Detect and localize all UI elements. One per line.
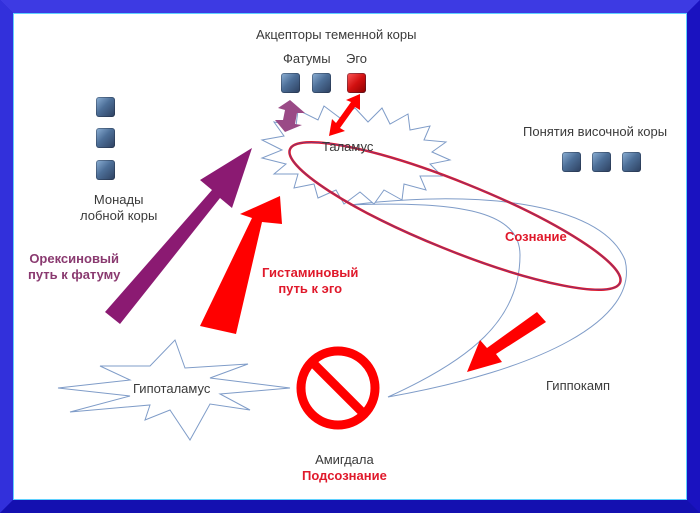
temporal-concepts-label: Понятия височной коры (523, 124, 668, 139)
fatum-cube (312, 73, 331, 93)
orexin-arrow (105, 148, 252, 324)
consciousness-label: Сознание (505, 229, 567, 244)
temporal-cube (562, 152, 581, 172)
temporal-cube (592, 152, 611, 172)
fatums-label: Фатумы (283, 51, 331, 66)
ego-double-arrow (329, 94, 360, 136)
monad-cube (96, 97, 115, 117)
thalamus-burst (260, 105, 452, 205)
amygdala-label: Амигдала Подсознание (302, 452, 387, 483)
orexin-path-label: Орексиновый путь к фатуму (28, 251, 121, 282)
hippocampus-label: Гиппокамп (546, 378, 611, 393)
monads-label: Монады лобной коры (80, 192, 158, 223)
histamine-path-label: Гистаминовый путь к эго (262, 265, 359, 296)
ego-cube (347, 73, 366, 93)
monad-cube (96, 160, 115, 180)
hippocampus-arrow (467, 312, 546, 372)
hypothalamus-burst (57, 339, 291, 441)
monad-cube (96, 128, 115, 148)
fatum-cube (281, 73, 300, 93)
prohibition-icon (296, 346, 380, 430)
subconscious-label: Подсознание (302, 468, 387, 483)
hypothalamus-label: Гипоталамус (133, 381, 211, 396)
thalamus-label: Таламус (322, 139, 374, 154)
hippocampus-shape (349, 198, 627, 398)
parietal-acceptors-label: Акцепторы теменной коры (256, 27, 417, 42)
temporal-cube (622, 152, 641, 172)
histamine-arrow (200, 196, 282, 334)
ego-label: Эго (346, 51, 368, 66)
fatum-double-arrow (275, 100, 305, 132)
